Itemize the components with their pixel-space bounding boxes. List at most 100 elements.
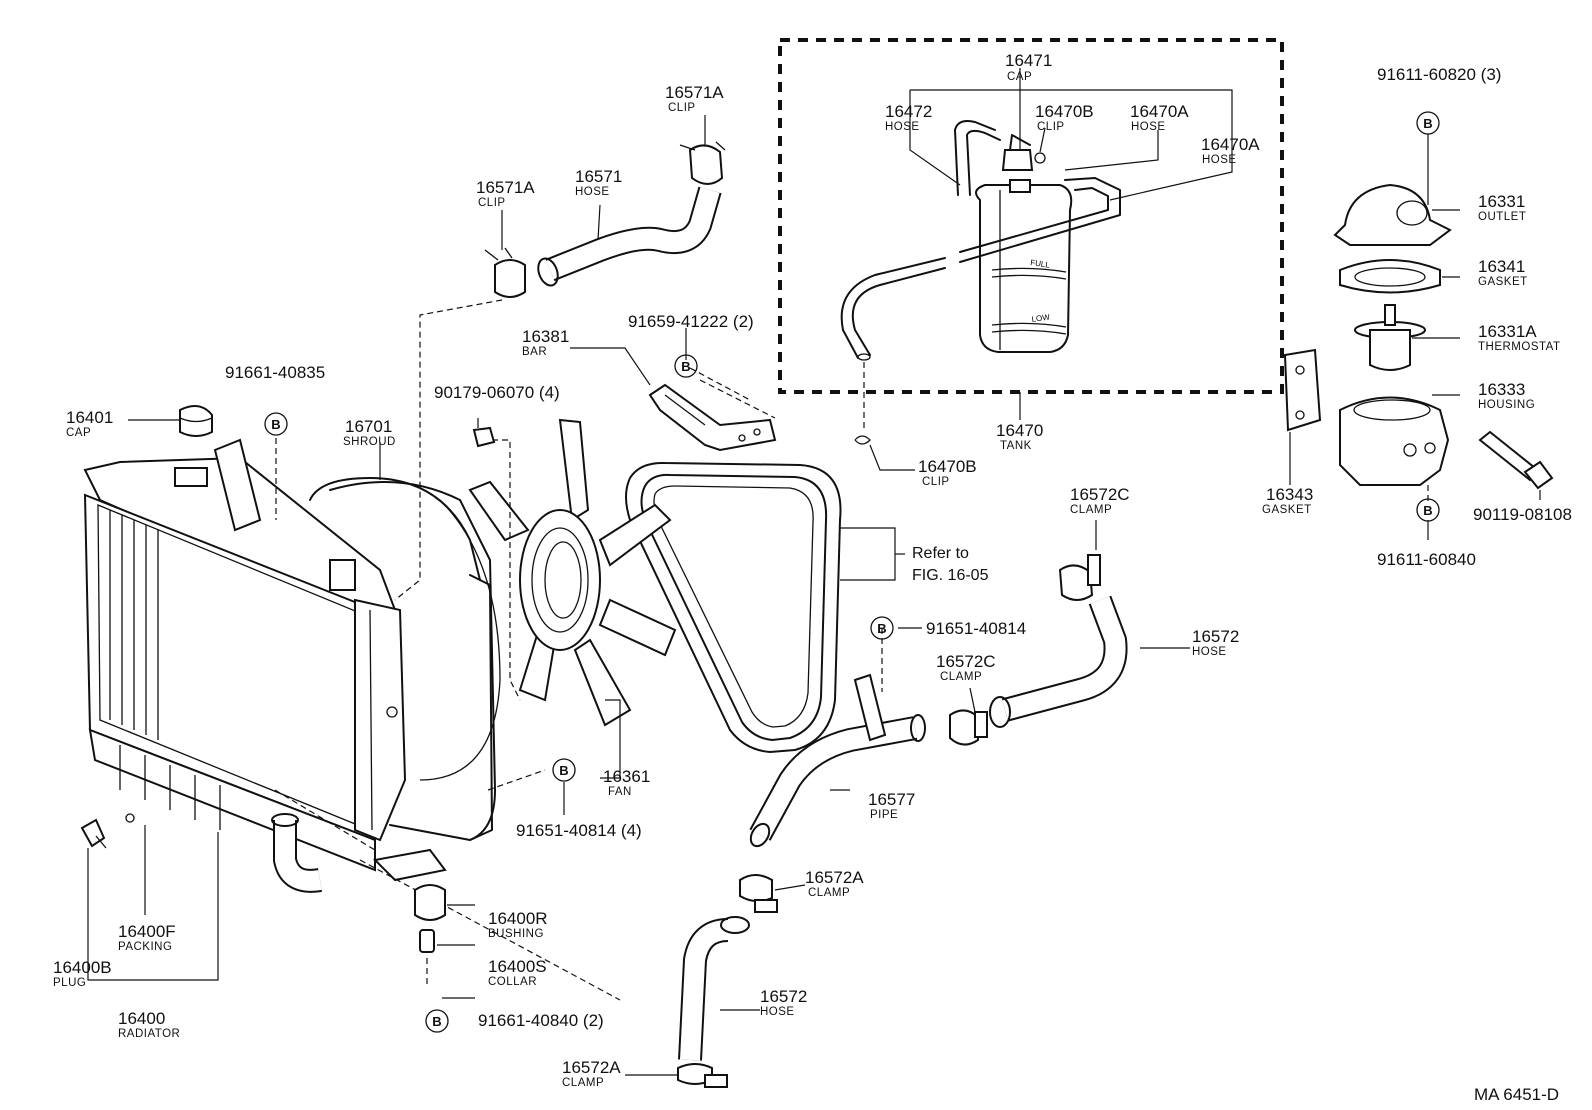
label-16470-name: TANK [1000,440,1032,452]
bolt-marker-b-5: B [870,616,894,640]
misc-leaders [275,328,922,815]
label-16470b-bottom-number: 16470B [918,457,977,476]
svg-text:B: B [559,763,568,778]
svg-text:B: B [681,359,690,374]
bolt-marker-b-7: B [425,1009,449,1033]
label-16571a-top-number: 16571A [665,83,724,102]
bolt-marker-b-1: B [1416,111,1440,135]
bolt-marker-b-6: B [1416,498,1440,522]
label-16572c-top-name: CLAMP [1070,504,1112,516]
svg-text:B: B [271,417,280,432]
label-16400f-name: PACKING [118,941,172,953]
label-16571a-left-name: CLIP [478,197,506,209]
radiator-16400 [80,405,621,1001]
label-16400-name: RADIATOR [118,1028,180,1040]
tank-low-mark: LOW [1031,312,1051,324]
label-16470a-1-number: 16470A [1130,102,1189,121]
label-16341-number: 16341 [1478,257,1525,276]
label-16381-number: 16381 [522,327,569,346]
label-91661-40840: 91661-40840 (2) [478,1011,604,1030]
label-16571a-top-name: CLIP [668,102,696,114]
label-16333-number: 16333 [1478,380,1525,399]
label-16400f-number: 16400F [118,922,176,941]
label-16470a-1-name: HOSE [1131,121,1166,133]
label-16331a-number: 16331A [1478,322,1537,341]
label-16571-number: 16571 [575,167,622,186]
label-16401-name: CAP [66,427,91,439]
label-91651-40814-b: 91651-40814 (4) [516,821,642,840]
label-16572-bottom-number: 16572 [760,987,807,1006]
hose-16572-bottom [625,874,806,1088]
label-16701-name: SHROUD [343,436,396,448]
label-16571a-left-number: 16571A [476,178,535,197]
label-16361-name: FAN [608,786,632,798]
hose-16572-right [949,520,1190,746]
label-16572-bottom-name: HOSE [760,1006,795,1018]
label-91659-41222: 91659-41222 (2) [628,312,754,331]
label-16470b-top-number: 16470B [1035,102,1094,121]
label-16343-name: GASKET [1262,504,1312,516]
svg-text:B: B [1423,503,1432,518]
svg-text:B: B [1423,116,1432,131]
label-16400-number: 16400 [118,1009,165,1028]
label-16701-number: 16701 [345,417,392,436]
label-16331-number: 16331 [1478,192,1525,211]
label-16381-name: BAR [522,346,547,358]
shroud-16701 [309,442,501,841]
label-16572c-mid-name: CLAMP [940,671,982,683]
label-16471-name: CAP [1007,71,1032,83]
reservoir-group-box [778,38,1284,394]
radiator-fins [109,510,159,740]
label-90119-08108: 90119-08108 [1473,505,1572,524]
label-16572a-mid-number: 16572A [805,868,864,887]
reservoir-tank-group: FULL LOW [778,38,1284,471]
label-91661-40835: 91661-40835 [225,363,325,382]
label-16470a-2-number: 16470A [1201,135,1260,154]
svg-text:B: B [432,1014,441,1029]
bolt-marker-b-3: B [264,412,288,436]
diagram-code: MA 6451-D [1474,1085,1559,1104]
label-16572a-bottom-number: 16572A [562,1058,621,1077]
label-16401-number: 16401 [66,408,113,427]
label-16400r-name: BUSHING [488,928,544,940]
label-16343-number: 16343 [1266,485,1313,504]
label-16470a-2-name: HOSE [1202,154,1237,166]
label-16571-name: HOSE [575,186,610,198]
bar-16381 [570,347,777,452]
label-16472-number: 16472 [885,102,932,121]
label-16572-right-number: 16572 [1192,627,1239,646]
label-16572a-bottom-name: CLAMP [562,1077,604,1089]
label-16361-number: 16361 [603,767,650,786]
label-16470b-top-name: CLIP [1037,121,1065,133]
label-16470-number: 16470 [996,421,1043,440]
label-91651-40814-a: 91651-40814 [926,619,1026,638]
thermostat-group [1283,134,1554,540]
pipe-16577 [749,628,926,848]
bushing-collar [414,884,475,999]
label-16400r-number: 16400R [488,909,548,928]
reference-line-1: Refer to [912,545,969,562]
tank-full-mark: FULL [1030,258,1051,270]
label-16400b-number: 16400B [53,958,112,977]
label-91611-60820: 91611-60820 (3) [1377,65,1501,84]
bolt-marker-b-4: B [552,758,576,782]
label-16331a-name: THERMOSTAT [1478,341,1561,353]
label-16472-name: HOSE [885,121,920,133]
label-16471-number: 16471 [1005,51,1052,70]
label-16577-number: 16577 [868,790,915,809]
label-16400s-name: COLLAR [488,976,537,988]
label-16333-name: HOUSING [1478,399,1535,411]
label-16577-name: PIPE [870,809,898,821]
label-16572c-mid-number: 16572C [936,652,996,671]
label-16572c-top-number: 16572C [1070,485,1130,504]
fan-16361 [468,418,677,779]
label-16572a-mid-name: CLAMP [808,887,850,899]
label-16341-name: GASKET [1478,276,1528,288]
reference-line-2: FIG. 16-05 [912,567,989,584]
label-90179-06070: 90179-06070 (4) [434,383,560,402]
svg-text:B: B [877,621,886,636]
label-16572-right-name: HOSE [1192,646,1227,658]
label-16470b-bottom-name: CLIP [922,476,950,488]
upper-hose-group [394,115,726,601]
